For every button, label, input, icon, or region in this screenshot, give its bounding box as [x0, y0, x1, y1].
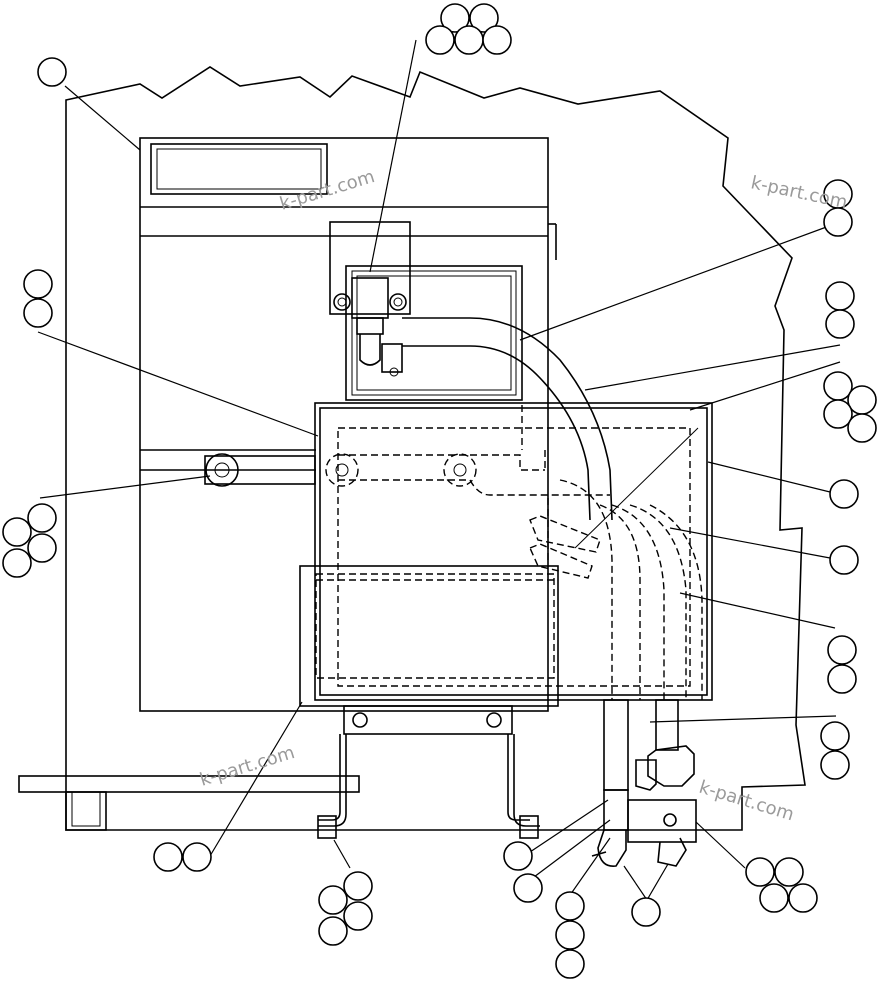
callout-balloons: [2, 3, 877, 979]
bracket-bolt-right: [389, 293, 407, 311]
tank-fitting-right: [443, 453, 477, 487]
roller: [205, 453, 239, 487]
manifold-block: [627, 799, 697, 843]
upper-hose: [402, 317, 613, 521]
valve-bracket: [329, 221, 411, 315]
tank-support: [343, 705, 513, 735]
bracket-bolt-left: [333, 293, 351, 311]
watermark-right: k-part.com: [749, 172, 849, 213]
housing: [139, 137, 549, 712]
watermark-bottom-left: k-part.com: [197, 742, 297, 791]
frame-torn-outline: [65, 66, 806, 831]
nameplate: [150, 143, 328, 195]
tank-fitting-left: [325, 453, 359, 487]
lower-tank-outer: [314, 402, 713, 701]
base-rail: [18, 775, 360, 793]
roller-bracket: [204, 455, 316, 485]
watermark-bottom-right: k-part.com: [697, 777, 797, 826]
